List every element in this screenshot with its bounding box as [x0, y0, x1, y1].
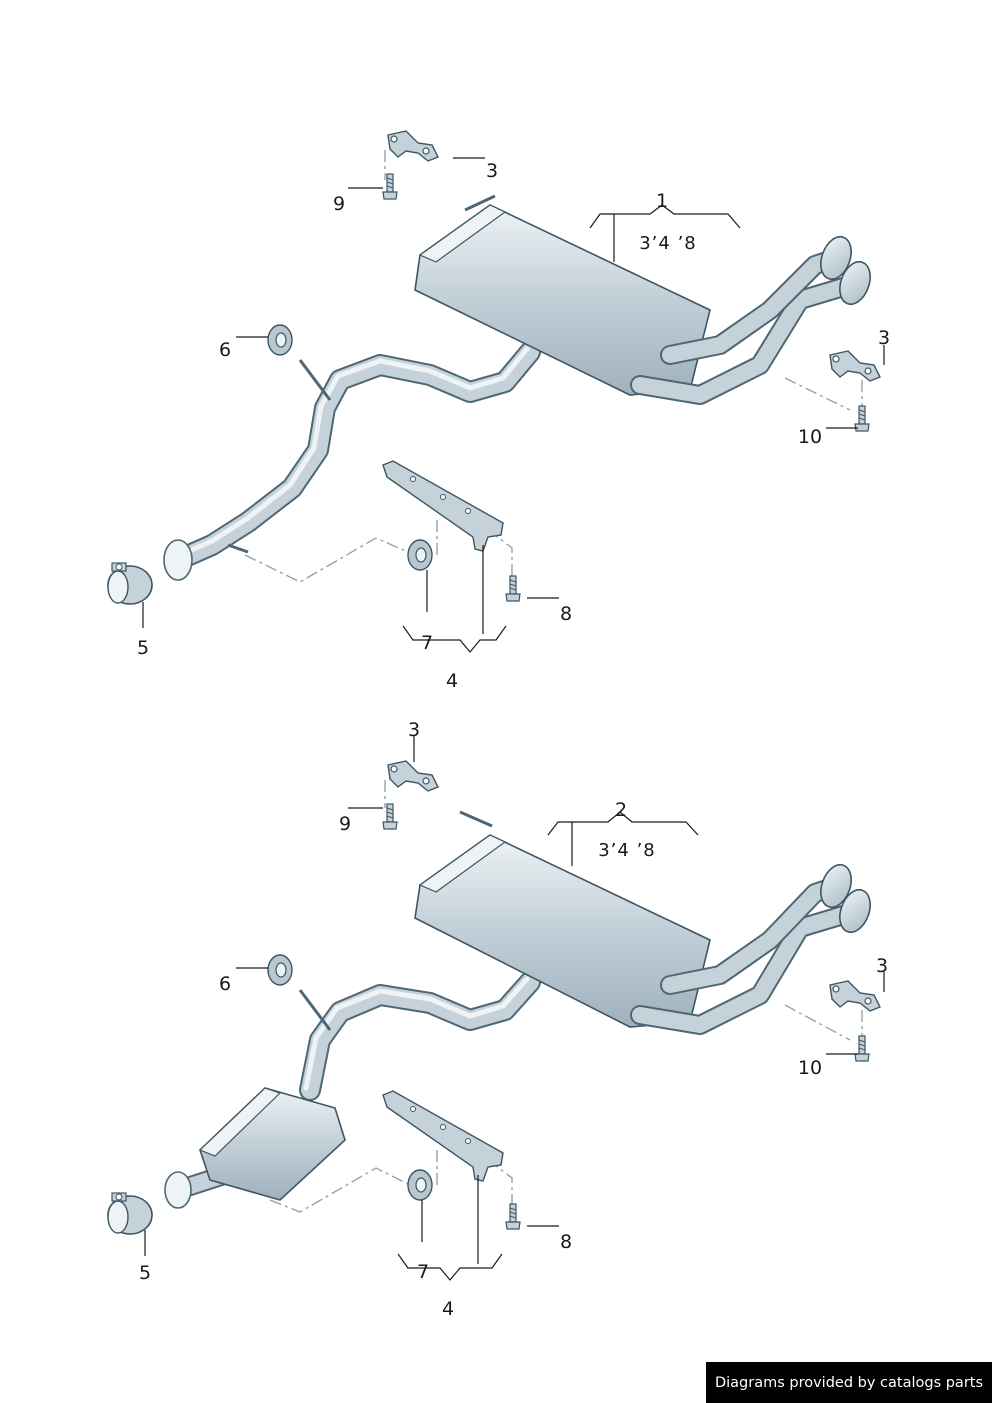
callout-3: 3 [876, 955, 888, 977]
callout-7: 7 [421, 632, 433, 654]
rubber-mount [267, 954, 293, 986]
pipe-inlet [163, 539, 193, 581]
bolt-icon [854, 1035, 870, 1062]
callout-2-code: 3’4 ’8 [598, 840, 656, 861]
callout-2: 2 [615, 799, 627, 821]
rear-muffler [414, 810, 711, 1028]
tailpipes [630, 235, 871, 405]
support-bracket [382, 460, 504, 552]
bracket-hanger [387, 760, 439, 792]
front-pipe [163, 341, 541, 581]
hanger-rod [227, 543, 249, 554]
hanger-rod [298, 359, 332, 401]
callout-3: 3 [878, 327, 890, 349]
callout-3: 3 [486, 160, 498, 182]
bracket-hanger [387, 130, 439, 162]
diagram-top: 1 3’4 ’8 3 3 9 6 10 8 7 5 4 [107, 130, 890, 692]
bracket-hanger [829, 980, 881, 1012]
front-pipe-with-resonator [164, 971, 541, 1209]
callout-8: 8 [560, 1231, 572, 1253]
callout-4: 4 [442, 1298, 454, 1320]
callout-3: 3 [408, 719, 420, 741]
rubber-mount [267, 324, 293, 356]
bolt-icon [505, 1203, 521, 1230]
rubber-mount [407, 539, 433, 571]
callout-6: 6 [219, 973, 231, 995]
hanger-rod [298, 989, 332, 1031]
callout-9: 9 [339, 813, 351, 835]
assembly-dash-line [784, 377, 851, 411]
callout-10: 10 [798, 1057, 822, 1079]
callout-9: 9 [333, 193, 345, 215]
callout-1: 1 [656, 190, 668, 212]
support-bracket [382, 1090, 504, 1182]
callout-7: 7 [417, 1261, 429, 1283]
pipe-clamp [107, 1192, 153, 1235]
callout-5: 5 [137, 637, 149, 659]
assembly-dash-line [487, 529, 513, 578]
pipe-clamp [107, 562, 153, 605]
callout-5: 5 [139, 1262, 151, 1284]
bracket-hanger [829, 350, 881, 382]
bolt-icon [854, 405, 870, 432]
credit-banner: Diagrams provided by catalogs parts [706, 1362, 992, 1403]
assembly-dash-line [244, 537, 411, 583]
pipe-inlet [164, 1171, 192, 1209]
assembly-dash-line [269, 1167, 411, 1213]
assembly-dash-line [784, 1004, 851, 1041]
callout-10: 10 [798, 426, 822, 448]
rear-muffler [414, 194, 711, 396]
tailpipes [630, 863, 871, 1035]
bolt-icon [505, 575, 521, 602]
callout-1-code: 3’4 ’8 [639, 233, 697, 254]
callout-8: 8 [560, 603, 572, 625]
diagram-bottom: 3 2 3’4 ’8 9 6 3 10 8 7 5 4 [107, 719, 888, 1320]
callout-6: 6 [219, 339, 231, 361]
rubber-mount [407, 1169, 433, 1201]
callout-4: 4 [446, 670, 458, 692]
